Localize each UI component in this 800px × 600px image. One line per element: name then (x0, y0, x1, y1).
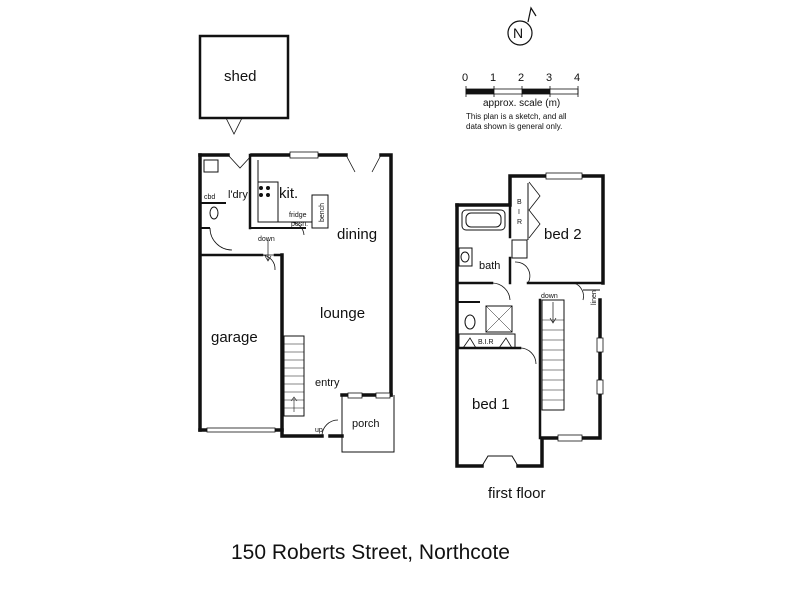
down-ground-label: down (258, 236, 275, 243)
scale-tick-4: 4 (574, 72, 580, 84)
compass-icon: N (507, 6, 537, 46)
first-stairs (541, 299, 565, 411)
bir-bed1-label: B.I.R (478, 339, 494, 346)
scale-tick-1: 1 (490, 72, 496, 84)
bir-bed2-b: B (517, 199, 522, 206)
ground-stairs (283, 335, 305, 417)
dining-label: dining (337, 226, 377, 243)
fridge-label: fridge (289, 212, 307, 219)
scale-tick-3: 3 (546, 72, 552, 84)
fridge-posn-label: posn. (291, 221, 308, 228)
disclaimer-line2: data shown is general only. (466, 122, 562, 131)
address-title: 150 Roberts Street, Northcote (231, 541, 510, 564)
ground-floor: l'dry cbd kit. fridge posn. bench dining… (198, 151, 395, 453)
scale-bar: 0 1 2 3 4 approx. scale (m) This plan is… (462, 72, 580, 131)
cupboard-label: cbd (204, 194, 215, 201)
disclaimer-line1: This plan is a sketch, and all (466, 112, 567, 121)
linen-label: linen (591, 290, 598, 305)
floor-label: first floor (488, 485, 546, 502)
bir-bed2-r: R (517, 219, 522, 226)
shed-label: shed (224, 68, 257, 85)
entry-label: entry (315, 377, 340, 389)
scale-unit-label: approx. scale (m) (483, 98, 560, 109)
shed: shed (198, 34, 290, 135)
bench-label: bench (319, 203, 326, 222)
laundry-label: l'dry (228, 189, 248, 201)
down-first-label: down (541, 293, 558, 300)
garage-label: garage (211, 329, 258, 346)
scale-tick-0: 0 (462, 72, 468, 84)
first-floor: bed 2 B I R bath down linen B.I.R bed 1 … (455, 172, 605, 502)
compass-letter: N (513, 25, 523, 41)
bath-label: bath (479, 260, 500, 272)
porch (341, 392, 395, 453)
lounge-label: lounge (320, 305, 365, 322)
kitchen-label: kit. (279, 185, 298, 202)
bed1-label: bed 1 (472, 396, 510, 413)
scale-tick-2: 2 (518, 72, 524, 84)
bed2-label: bed 2 (544, 226, 582, 243)
porch-label: porch (352, 418, 380, 430)
bir-bed2-i: I (518, 209, 520, 216)
up-label: up (315, 427, 323, 434)
